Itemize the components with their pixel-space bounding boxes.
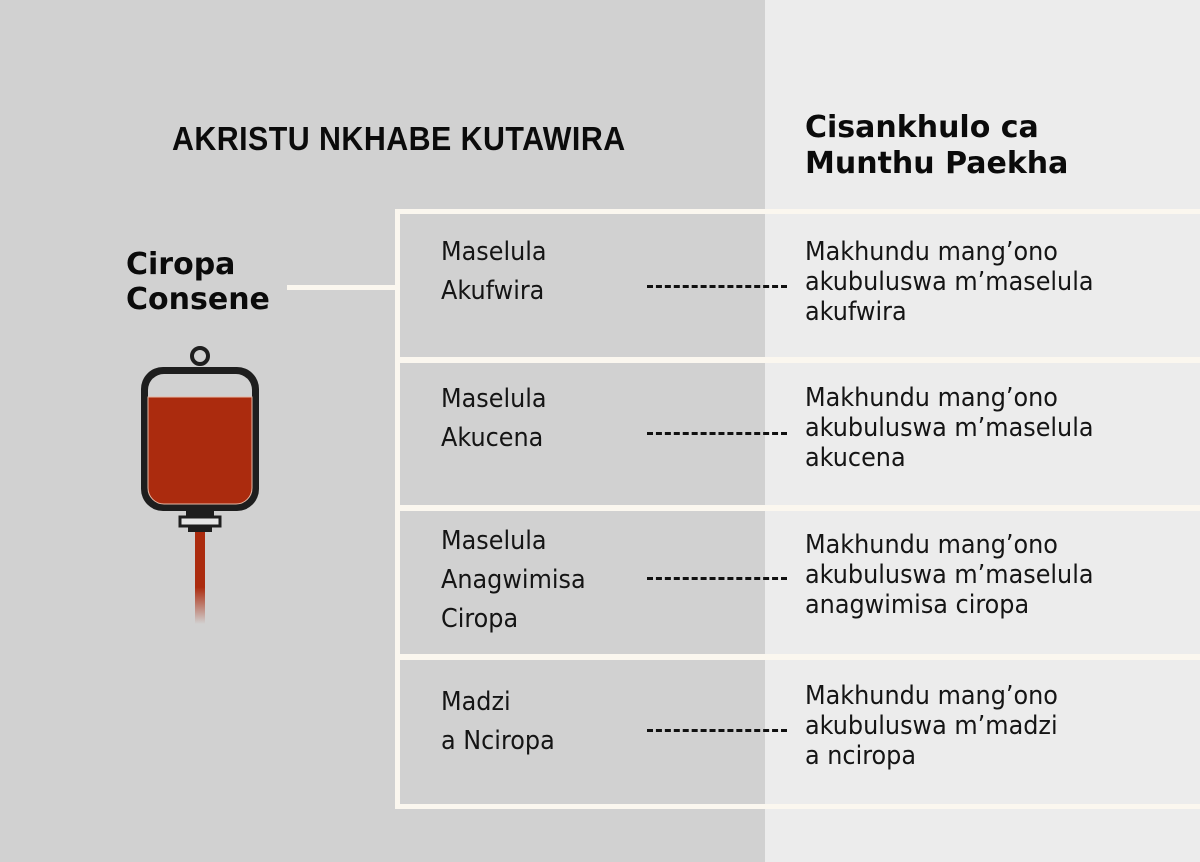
whole-blood-label: Ciropa Consene <box>126 247 270 317</box>
description-line: Makhundu mang’ono <box>805 383 1058 413</box>
dashed-connector <box>647 729 787 732</box>
fraction-line: Anagwimisa <box>441 565 586 595</box>
fraction-description-white-cells: Makhundu mang’ono akubuluswa m’maselula … <box>805 383 1164 473</box>
fraction-label-plasma: Madzi a Nciropa <box>441 683 555 761</box>
description-line: akubuluswa m’maselula <box>805 560 1094 590</box>
left-column-heading: AKRISTU NKHABE KUTAWIRA <box>172 120 626 157</box>
fraction-line: Maselula <box>441 526 547 556</box>
right-heading-line-2: Munthu Paekha <box>805 146 1069 181</box>
fraction-line: Akufwira <box>441 276 545 306</box>
fraction-description-platelets: Makhundu mang’ono akubuluswa m’maselula … <box>805 530 1164 620</box>
connector-line <box>287 285 397 290</box>
description-line: akucena <box>805 443 906 473</box>
description-line: Makhundu mang’ono <box>805 681 1058 711</box>
description-line: akubuluswa m’maselula <box>805 413 1094 443</box>
description-line: akubuluswa m’madzi <box>805 711 1058 741</box>
fraction-line: Ciropa <box>441 604 519 634</box>
description-line: anagwimisa ciropa <box>805 590 1030 620</box>
row-divider <box>400 654 1200 660</box>
whole-blood-label-line-2: Consene <box>126 282 270 317</box>
dashed-connector <box>647 432 787 435</box>
description-line: a nciropa <box>805 741 917 771</box>
fraction-line: a Nciropa <box>441 726 555 756</box>
fraction-label-red-cells: Maselula Akufwira <box>441 233 547 311</box>
right-panel-background <box>765 0 1200 862</box>
fraction-label-platelets: Maselula Anagwimisa Ciropa <box>441 522 586 639</box>
description-line: Makhundu mang’ono <box>805 530 1058 560</box>
fraction-description-red-cells: Makhundu mang’ono akubuluswa m’maselula … <box>805 237 1164 327</box>
left-panel-background <box>0 0 765 862</box>
fraction-description-plasma: Makhundu mang’ono akubuluswa m’madzi a n… <box>805 681 1164 771</box>
components-table-frame <box>395 209 1200 809</box>
row-divider <box>400 357 1200 363</box>
description-line: akufwira <box>805 297 907 327</box>
fraction-line: Maselula <box>441 237 547 267</box>
whole-blood-label-line-1: Ciropa <box>126 247 236 282</box>
description-line: Makhundu mang’ono <box>805 237 1058 267</box>
row-divider <box>400 505 1200 511</box>
right-heading-line-1: Cisankhulo ca <box>805 110 1039 145</box>
right-column-heading: Cisankhulo ca Munthu Paekha <box>805 110 1185 182</box>
fraction-line: Maselula <box>441 384 547 414</box>
fraction-label-white-cells: Maselula Akucena <box>441 380 547 458</box>
dashed-connector <box>647 577 787 580</box>
dashed-connector <box>647 285 787 288</box>
description-line: akubuluswa m’maselula <box>805 267 1094 297</box>
blood-bag-icon <box>141 346 259 624</box>
fraction-line: Madzi <box>441 687 511 717</box>
fraction-line: Akucena <box>441 423 544 453</box>
